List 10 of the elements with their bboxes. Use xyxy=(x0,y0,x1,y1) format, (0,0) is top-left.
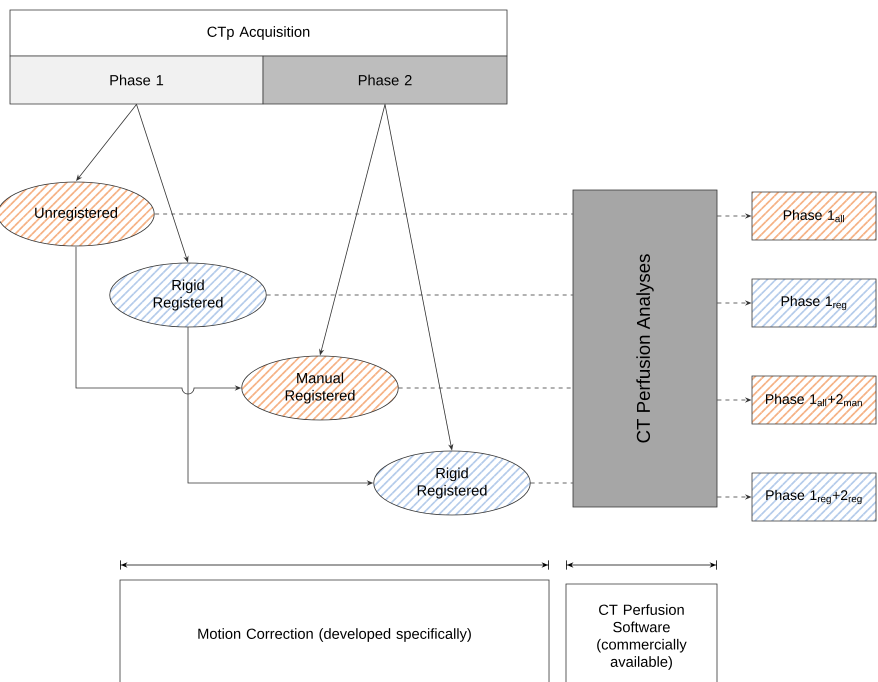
description-box: CT Perfusion Software (commercially available) xyxy=(566,584,718,682)
output-box: Phase 1$_{all}$ xyxy=(752,192,876,240)
analysis-box: CT Perfusion Analyses xyxy=(572,190,718,508)
description-box: Motion Correction (developed specifically) xyxy=(120,580,550,682)
output-box: Phase 1$_{reg}$+2$_{reg}$ xyxy=(752,472,876,522)
output-box: Phase 1$_{all}$+2$_{man}$ xyxy=(752,376,876,424)
phase-box: Phase 1 xyxy=(10,56,264,104)
output-box: Phase 1$_{reg}$ xyxy=(752,278,876,328)
header-box: CTp Acquisition xyxy=(10,10,508,56)
phase-box: Phase 2 xyxy=(262,56,508,104)
